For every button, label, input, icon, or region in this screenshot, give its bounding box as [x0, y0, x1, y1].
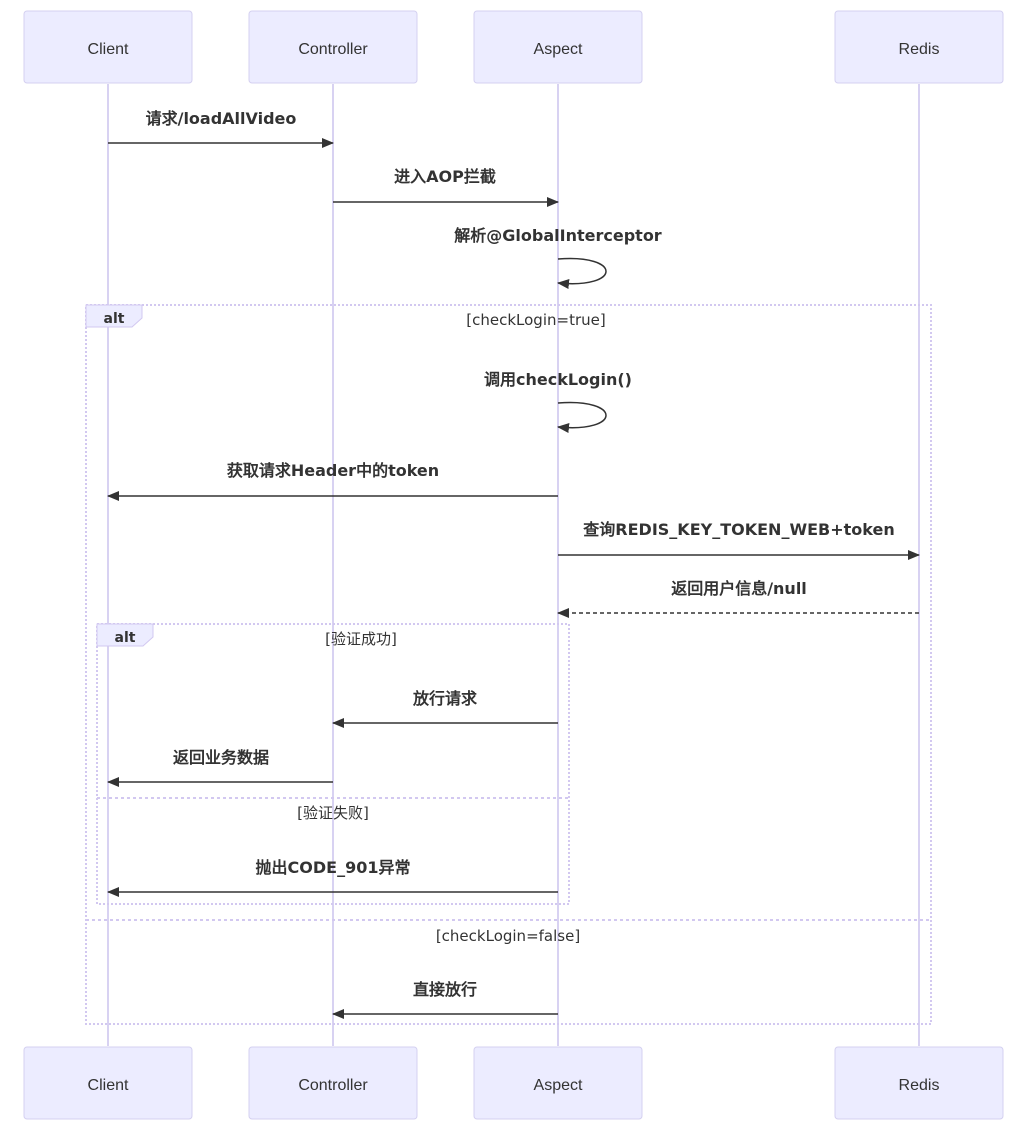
actor-label: Aspect	[534, 41, 583, 58]
actor-redis-bottom: Redis	[834, 1046, 1004, 1120]
message-label: 解析@GlobalInterceptor	[454, 226, 662, 245]
message-self-arrow	[557, 401, 607, 433]
message-label: 抛出CODE_901异常	[256, 858, 411, 877]
message-release-request: 放行请求	[332, 689, 558, 728]
actor-label: Client	[88, 41, 129, 58]
message-throw-exception: 抛出CODE_901异常	[107, 858, 558, 897]
actor-label: Redis	[899, 1077, 940, 1094]
message-return-user-info: 返回用户信息/null	[557, 579, 919, 618]
message-label: 进入AOP拦截	[394, 167, 496, 186]
message-return-business-data: 返回业务数据	[107, 748, 333, 787]
actor-label: Redis	[899, 41, 940, 58]
outer-alt-frame: alt [checkLogin=true] [checkLogin=false]	[85, 304, 932, 1025]
actor-label: Controller	[298, 41, 368, 58]
message-label: 返回业务数据	[173, 748, 269, 767]
message-label: 请求/loadAllVideo	[146, 109, 297, 128]
outer-alt-label-box	[85, 304, 143, 328]
actor-controller-bottom: Controller	[248, 1046, 418, 1120]
outer-condition-false: [checkLogin=false]	[436, 927, 580, 945]
message-label: 放行请求	[412, 689, 478, 708]
message-label: 查询REDIS_KEY_TOKEN_WEB+token	[583, 520, 894, 539]
message-call-checklogin: 调用checkLogin()	[484, 370, 632, 433]
message-direct-release: 直接放行	[332, 980, 558, 1019]
message-label: 返回用户信息/null	[671, 579, 807, 598]
message-label: 直接放行	[413, 980, 477, 999]
inner-condition-fail: [验证失败]	[297, 804, 369, 822]
actor-redis-top: Redis	[834, 10, 1004, 84]
message-self-arrow	[557, 257, 607, 289]
message-label: 调用checkLogin()	[484, 370, 632, 389]
actor-client-top: Client	[23, 10, 193, 84]
actor-label: Client	[88, 1077, 129, 1094]
message-query-redis: 查询REDIS_KEY_TOKEN_WEB+token	[558, 520, 920, 560]
message-get-token: 获取请求Header中的token	[107, 461, 558, 501]
inner-condition-success: [验证成功]	[325, 630, 397, 648]
message-enter-aop: 进入AOP拦截	[333, 167, 559, 207]
message-request-loadallvideo: 请求/loadAllVideo	[108, 109, 334, 148]
actor-client-bottom: Client	[23, 1046, 193, 1120]
message-parse-annotation: 解析@GlobalInterceptor	[454, 226, 662, 289]
inner-alt-label: alt	[115, 630, 136, 646]
message-label: 获取请求Header中的token	[227, 461, 439, 480]
actor-aspect-bottom: Aspect	[473, 1046, 643, 1120]
outer-alt-label: alt	[104, 311, 125, 327]
actor-controller-top: Controller	[248, 10, 418, 84]
actor-aspect-top: Aspect	[473, 10, 643, 84]
actor-label: Controller	[298, 1077, 368, 1094]
inner-alt-frame: alt [验证成功] [验证失败]	[96, 623, 570, 905]
actor-label: Aspect	[534, 1077, 583, 1094]
inner-alt-label-box	[96, 623, 154, 647]
outer-condition-true: [checkLogin=true]	[466, 311, 605, 329]
